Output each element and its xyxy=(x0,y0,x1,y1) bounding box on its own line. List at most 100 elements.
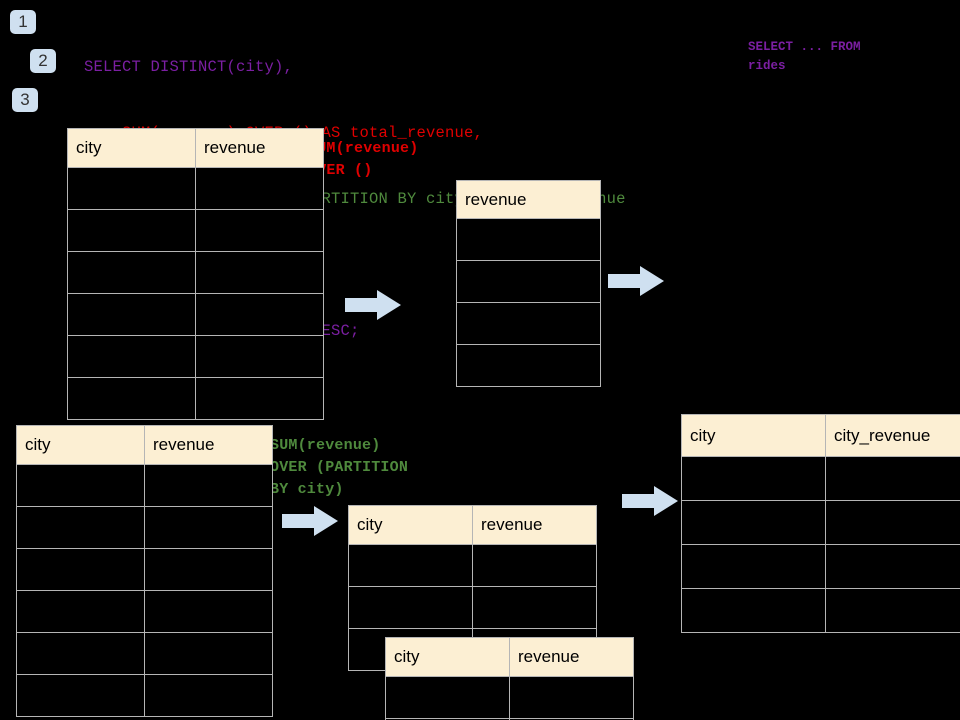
cell-city xyxy=(67,335,196,378)
cell-revenue xyxy=(195,335,324,378)
column-header-city-revenue: city_revenue xyxy=(825,414,960,457)
table-rides-source: city revenue xyxy=(67,128,324,420)
table-row xyxy=(456,302,601,345)
cell-city xyxy=(681,500,826,545)
cell-revenue xyxy=(195,209,324,252)
cell-revenue xyxy=(144,632,273,675)
table-row xyxy=(681,544,960,589)
table-header-row: city revenue xyxy=(16,425,273,465)
step-badge-3: 3 xyxy=(12,88,38,112)
table-city-revenue-result: city city_revenue xyxy=(681,414,960,633)
cell-revenue xyxy=(509,718,634,720)
arrow-total-to-result xyxy=(608,266,664,296)
cell-city xyxy=(681,588,826,633)
column-header-city: city xyxy=(16,425,145,465)
cell-revenue xyxy=(144,548,273,591)
table-row xyxy=(456,260,601,303)
cell-city xyxy=(67,377,196,420)
arrow-right-icon xyxy=(622,486,678,516)
table-row xyxy=(67,251,324,294)
column-header-city: city xyxy=(67,128,196,168)
cell-city xyxy=(16,464,145,507)
cell-city xyxy=(67,209,196,252)
annotation-sum-over-empty: SUM(revenue) OVER () xyxy=(308,140,419,179)
table-row xyxy=(385,676,634,719)
table-header-row: revenue xyxy=(456,180,601,219)
table-header-row: city revenue xyxy=(67,128,324,168)
arrow-right-icon xyxy=(608,266,664,296)
table-row xyxy=(16,674,273,717)
cell-revenue xyxy=(472,586,597,629)
table-row xyxy=(681,500,960,545)
cell-revenue xyxy=(195,377,324,420)
table-row xyxy=(456,218,601,261)
annotation-sum-over-partition: SUM(revenue) OVER (PARTITION BY city) xyxy=(270,437,409,498)
column-header-revenue: revenue xyxy=(509,637,634,677)
table-partition-front: city revenue xyxy=(385,637,634,720)
table-rides-source-2: city revenue xyxy=(16,425,273,717)
cell-city xyxy=(16,632,145,675)
arrow-source2-to-partition xyxy=(282,506,338,536)
column-header-revenue: revenue xyxy=(456,180,601,219)
table-row xyxy=(67,167,324,210)
table-row xyxy=(16,632,273,675)
table-row xyxy=(67,293,324,336)
cell-revenue xyxy=(509,676,634,719)
table-header-row: city city_revenue xyxy=(681,414,960,457)
table-row xyxy=(348,544,597,587)
cell-revenue xyxy=(472,544,597,587)
arrow-right-icon xyxy=(282,506,338,536)
table-row xyxy=(67,209,324,252)
step-badge-2: 2 xyxy=(30,49,56,73)
table-row xyxy=(16,464,273,507)
cell-revenue xyxy=(456,344,601,387)
cell-revenue xyxy=(144,674,273,717)
table-row xyxy=(681,588,960,633)
cell-city xyxy=(16,674,145,717)
column-header-city: city xyxy=(385,637,510,677)
table-row xyxy=(16,590,273,633)
cell-city xyxy=(385,676,510,719)
step-badge-1: 1 xyxy=(10,10,36,34)
cell-revenue xyxy=(456,302,601,345)
table-row xyxy=(456,344,601,387)
annotation-select-from-rides: SELECT ... FROM rides xyxy=(748,40,861,73)
table-row xyxy=(67,335,324,378)
arrow-partition-to-result xyxy=(622,486,678,516)
cell-revenue xyxy=(195,293,324,336)
cell-city xyxy=(348,586,473,629)
cell-city-revenue xyxy=(825,456,960,501)
column-header-city: city xyxy=(681,414,826,457)
column-header-city: city xyxy=(348,505,473,545)
table-row xyxy=(67,377,324,420)
arrow-source-to-total xyxy=(345,290,401,320)
cell-city xyxy=(67,293,196,336)
column-header-revenue: revenue xyxy=(144,425,273,465)
table-row xyxy=(385,718,634,720)
cell-revenue xyxy=(144,590,273,633)
table-row xyxy=(348,586,597,629)
cell-city xyxy=(67,167,196,210)
table-header-row: city revenue xyxy=(385,637,634,677)
cell-city-revenue xyxy=(825,544,960,589)
table-row xyxy=(681,456,960,501)
cell-revenue xyxy=(195,167,324,210)
cell-city xyxy=(681,544,826,589)
table-total-revenue: revenue xyxy=(456,180,601,387)
cell-city xyxy=(681,456,826,501)
cell-revenue xyxy=(456,260,601,303)
arrow-right-icon xyxy=(345,290,401,320)
cell-city-revenue xyxy=(825,500,960,545)
table-row xyxy=(16,548,273,591)
cell-city xyxy=(67,251,196,294)
cell-revenue xyxy=(195,251,324,294)
table-row xyxy=(16,506,273,549)
cell-city xyxy=(16,590,145,633)
column-header-revenue: revenue xyxy=(472,505,597,545)
cell-city xyxy=(16,548,145,591)
cell-revenue xyxy=(144,464,273,507)
cell-city xyxy=(348,544,473,587)
cell-revenue xyxy=(456,218,601,261)
cell-city xyxy=(16,506,145,549)
